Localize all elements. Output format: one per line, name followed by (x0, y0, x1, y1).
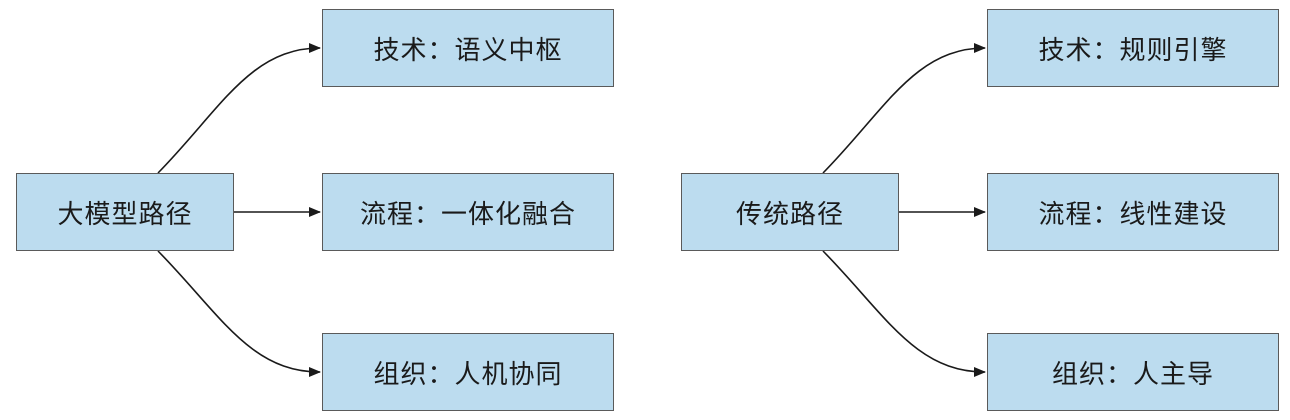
branch-node-label: 流程：一体化融合 (359, 199, 576, 230)
branch-node-label: 组织：人机协同 (373, 359, 563, 390)
branch-node-label: 技术：语义中枢 (373, 35, 563, 66)
connector-left-top (157, 43, 321, 174)
root-node-traditional-path: 传统路径 (681, 173, 899, 251)
connector-right-top (822, 43, 986, 174)
branch-node-traditional-organization: 组织：人主导 (987, 333, 1279, 411)
branch-node-traditional-technology: 技术：规则引擎 (987, 9, 1279, 87)
connector-right-bottom (822, 250, 986, 377)
branch-node-llm-technology: 技术：语义中枢 (322, 9, 614, 87)
branch-node-llm-organization: 组织：人机协同 (322, 333, 614, 411)
connector-left-bottom (157, 250, 321, 377)
branch-node-label: 流程：线性建设 (1038, 199, 1228, 230)
root-node-label: 传统路径 (735, 199, 844, 230)
branch-node-label: 技术：规则引擎 (1038, 35, 1228, 66)
branch-node-label: 组织：人主导 (1051, 359, 1214, 390)
branch-node-traditional-process: 流程：线性建设 (987, 173, 1279, 251)
root-node-llm-path: 大模型路径 (16, 173, 234, 251)
branch-node-llm-process: 流程：一体化融合 (322, 173, 614, 251)
root-node-label: 大模型路径 (57, 199, 193, 230)
